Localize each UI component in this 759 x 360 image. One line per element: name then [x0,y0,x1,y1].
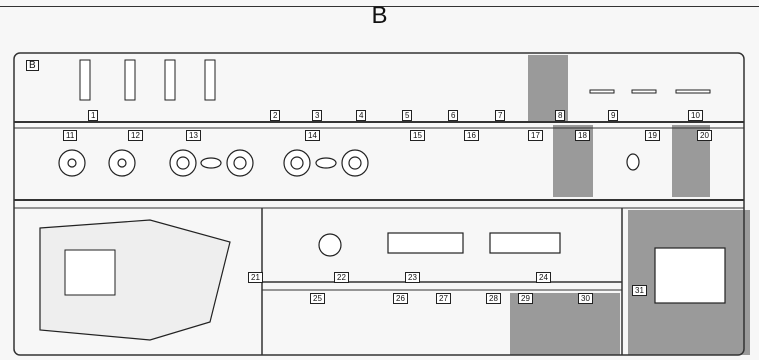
part-number: 5 [402,110,413,121]
part-number: 9 [608,110,619,121]
part-number: 2 [270,110,281,121]
part-number: 1 [88,110,99,121]
part-number: 21 [248,272,263,283]
sprue-title: B [371,2,388,29]
top-border [0,0,759,7]
part-number: 11 [63,130,78,141]
part-number: 12 [128,130,143,141]
part-number: 28 [486,293,501,304]
part-number: 20 [697,130,712,141]
part-number: 24 [536,272,551,283]
part-number: 23 [405,272,420,283]
part-number: 31 [632,285,647,296]
part-number: 25 [310,293,325,304]
part-number: 10 [688,110,703,121]
part-number: 3 [312,110,323,121]
part-number: 15 [410,130,425,141]
part-number: 17 [528,130,543,141]
part-number: 14 [305,130,320,141]
part-number: 19 [645,130,660,141]
part-number: 22 [334,272,349,283]
sprue-badge: B [26,60,39,71]
part-number: 7 [495,110,506,121]
part-number: 6 [448,110,459,121]
part-number: 16 [464,130,479,141]
part-number: 27 [436,293,451,304]
part-number: 29 [518,293,533,304]
part-number: 18 [575,130,590,141]
part-number: 13 [186,130,201,141]
part-number: 8 [555,110,566,121]
part-number: 4 [356,110,367,121]
part-number: 26 [393,293,408,304]
part-number: 30 [578,293,593,304]
